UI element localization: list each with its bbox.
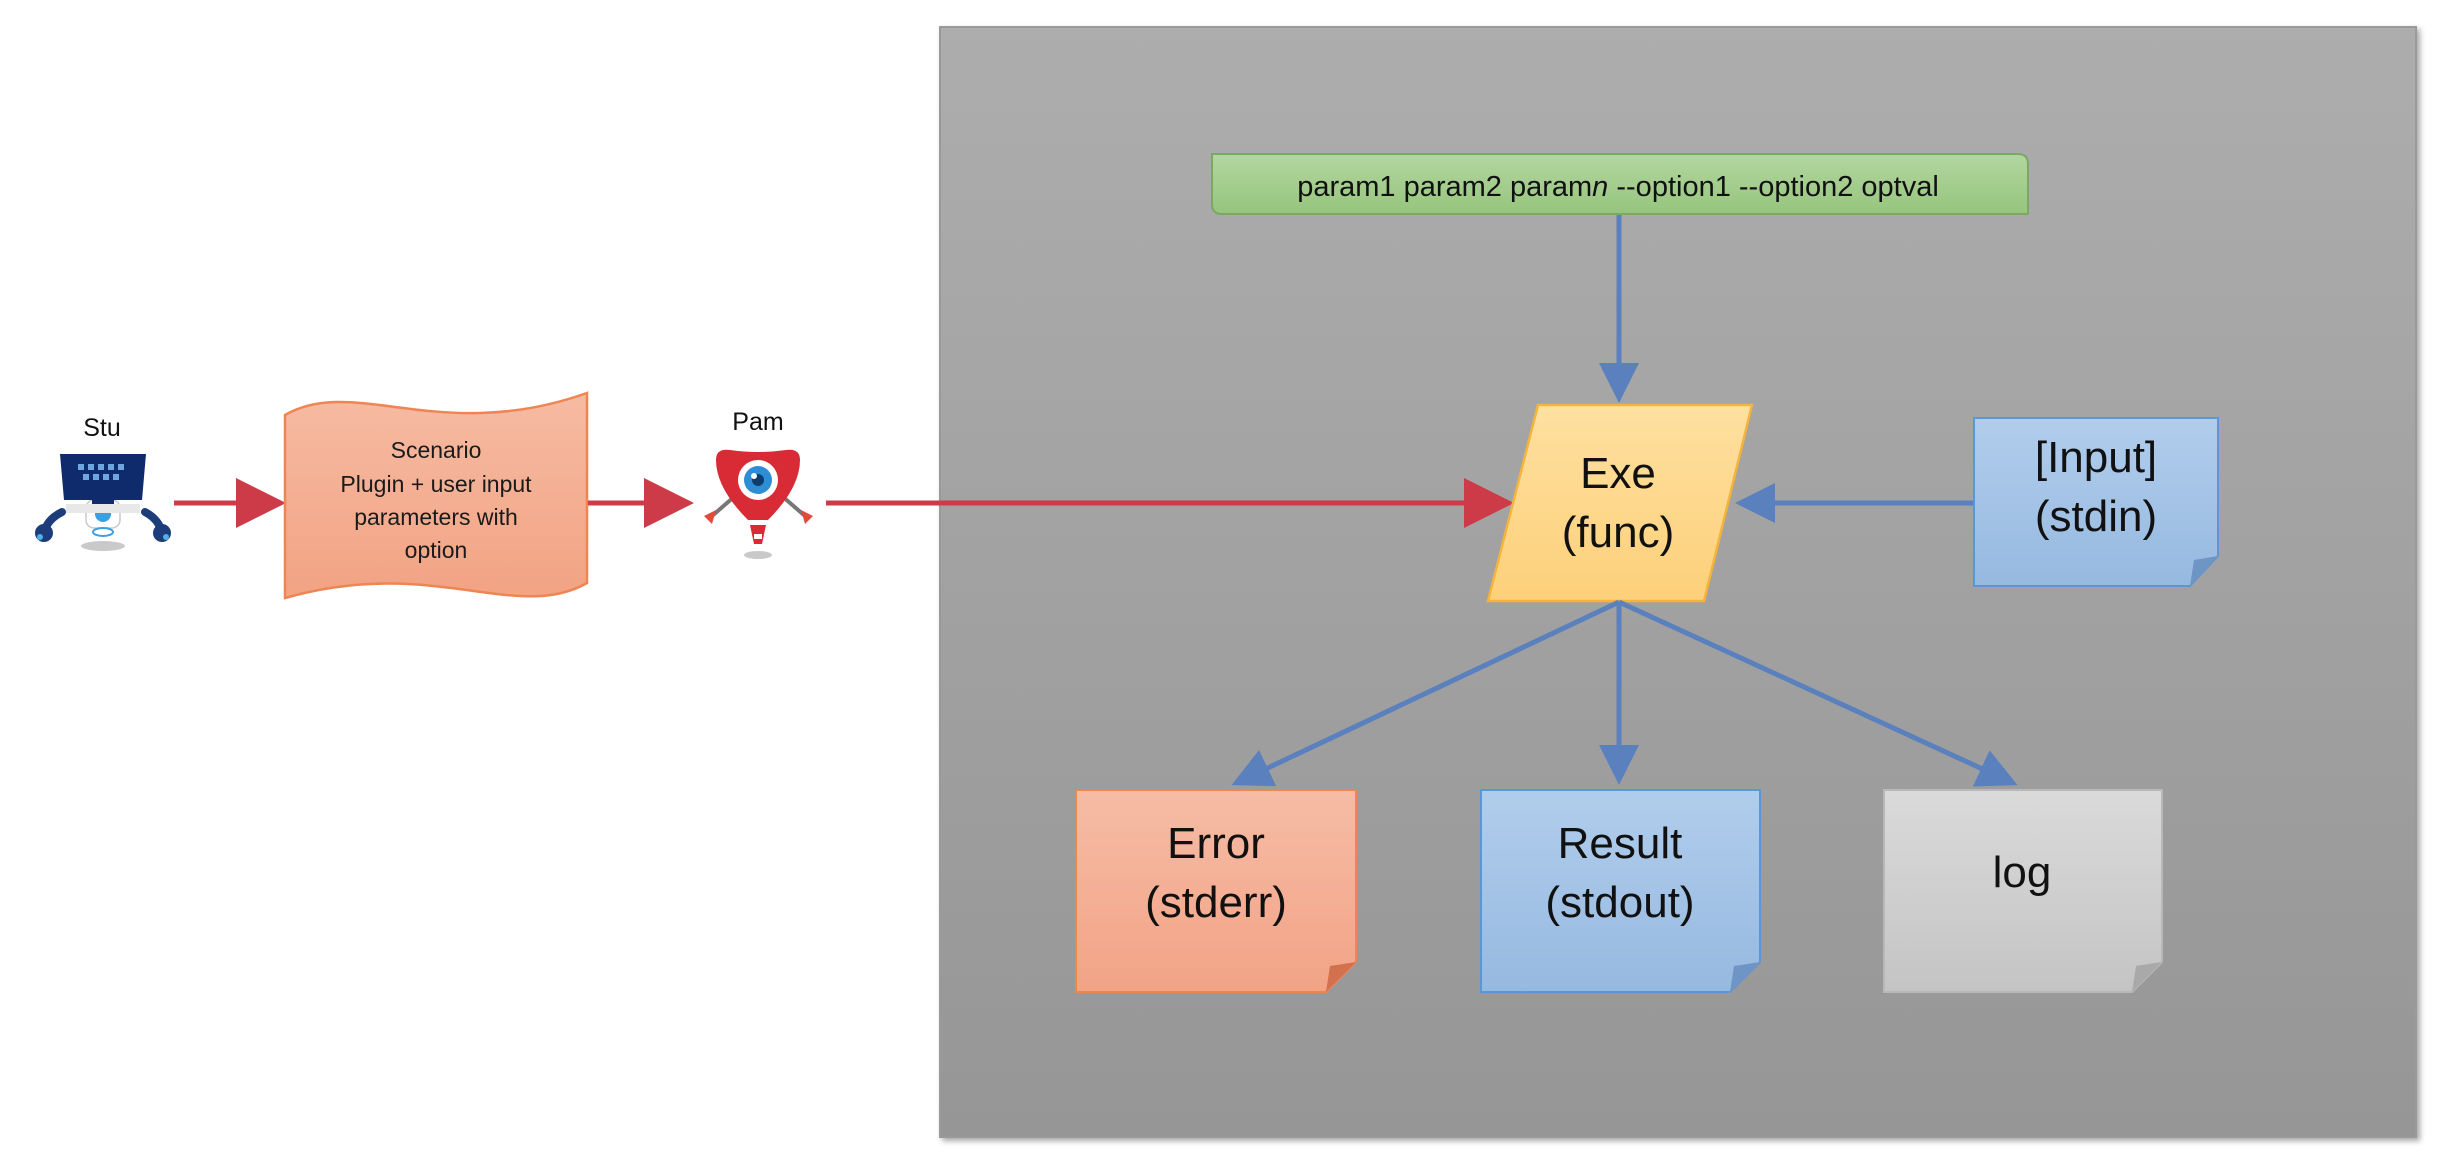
scenario-shape: [283, 391, 589, 600]
exe-box: [1486, 403, 1754, 603]
exe-func-label: (func): [1562, 508, 1674, 557]
pam-robot-icon: [704, 449, 813, 559]
param-prefix: param1 param2 param: [1297, 171, 1592, 203]
scenario-line-4: option: [405, 537, 468, 563]
arrow-exe-to-error: [1231, 599, 1621, 787]
param-suffix: --option1 --option2 optval: [1608, 171, 1938, 203]
scenario-line-2: Plugin + user input: [340, 471, 532, 497]
scenario-title: Scenario: [391, 437, 482, 463]
error-label: Error: [1167, 819, 1265, 868]
input-label: [Input]: [2035, 433, 2157, 482]
stu-label: Stu: [83, 414, 121, 442]
stu-robot-icon: [35, 454, 171, 551]
log-label: log: [1993, 848, 2052, 897]
result-label: Result: [1558, 819, 1683, 868]
result-stdout-label: (stdout): [1545, 878, 1694, 927]
pam-label: Pam: [732, 408, 783, 436]
scenario-line-3: parameters with: [354, 504, 518, 530]
exe-label: Exe: [1580, 449, 1656, 498]
param-box: [1211, 153, 2029, 215]
arrow-exe-to-log: [1617, 599, 2018, 787]
param-italic-n: n: [1592, 171, 1608, 203]
error-stderr-label: (stderr): [1145, 878, 1287, 927]
param-text: param1 param2 paramn --option1 --option2…: [1297, 171, 1939, 203]
input-stdin-label: (stdin): [2035, 492, 2157, 541]
